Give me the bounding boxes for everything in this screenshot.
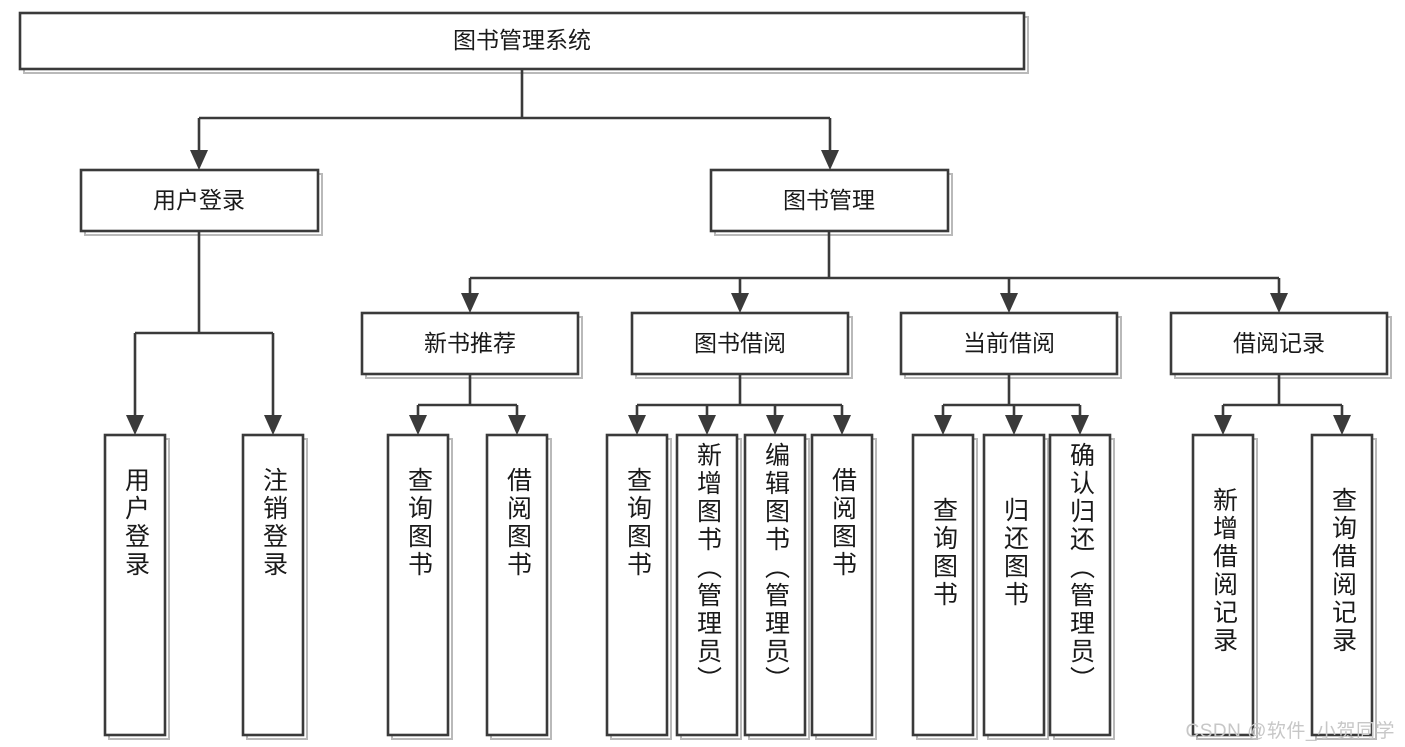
- leaf-node-borrow-book-rec[interactable]: [485, 433, 552, 740]
- leaf-node-query-book-current[interactable]: [911, 433, 978, 740]
- book-borrow-box: [630, 311, 850, 376]
- arrow-head-current-borrow: [1000, 293, 1018, 313]
- arrow-head-leaf-query-book-borrow: [628, 415, 646, 435]
- connector-book-management-to-level3: [461, 231, 1288, 313]
- node-book-management[interactable]: 图书管理: [709, 168, 953, 236]
- arrow-head-leaf-return-book: [1005, 415, 1023, 435]
- node-book-borrow[interactable]: 图书借阅: [630, 311, 853, 379]
- arrow-head-book-borrow: [731, 293, 749, 313]
- csdn-watermark: CSDN @软件_小贺同学: [1185, 721, 1395, 742]
- leaf-query-book-current-box: [911, 433, 975, 737]
- user-login-box: [79, 168, 320, 233]
- arrow-head-borrow-record: [1270, 293, 1288, 313]
- arrow-head-leaf-confirm-return-admin: [1071, 415, 1089, 435]
- arrow-head-leaf-user-login: [126, 415, 144, 435]
- leaf-add-borrow-record-box: [1191, 433, 1255, 737]
- current-borrow-box: [899, 311, 1119, 376]
- book-management-label: 图书管理: [783, 187, 875, 213]
- root-label: 图书管理系统: [453, 27, 591, 53]
- leaf-user-logout-box: [241, 433, 305, 737]
- node-user-login[interactable]: 用户登录: [79, 168, 323, 236]
- leaf-node-add-book-admin[interactable]: [675, 433, 742, 740]
- connector-borrow-record-to-leaves: [1214, 374, 1351, 435]
- arrow-head-leaf-edit-book-admin: [766, 415, 784, 435]
- leaf-query-book-rec-box: [386, 433, 450, 737]
- leaf-node-query-borrow-record[interactable]: [1310, 433, 1377, 740]
- arrow-head-leaf-add-book-admin: [698, 415, 716, 435]
- arrow-head-new-book-recommend: [461, 293, 479, 313]
- connector-book-borrow-to-leaves: [628, 374, 851, 435]
- connector-current-borrow-to-leaves: [934, 374, 1089, 435]
- leaf-node-confirm-return-admin[interactable]: [1048, 433, 1115, 740]
- node-new-book-recommend[interactable]: 新书推荐: [360, 311, 583, 379]
- arrow-head-to-user-login: [190, 150, 208, 170]
- leaf-confirm-return-admin-box: [1048, 433, 1112, 737]
- leaf-node-borrow-book[interactable]: [810, 433, 877, 740]
- arrow-head-leaf-borrow-book: [833, 415, 851, 435]
- borrow-record-label: 借阅记录: [1233, 330, 1325, 356]
- leaf-add-book-admin-box: [675, 433, 739, 737]
- leaf-node-edit-book-admin[interactable]: [743, 433, 810, 740]
- node-current-borrow[interactable]: 当前借阅: [899, 311, 1122, 379]
- leaf-edit-book-admin-box: [743, 433, 807, 737]
- current-borrow-label: 当前借阅: [963, 330, 1055, 356]
- connector-new-book-recommend-to-leaves: [409, 374, 526, 435]
- new-book-recommend-label: 新书推荐: [424, 330, 516, 356]
- node-root[interactable]: 图书管理系统: [18, 11, 1029, 74]
- arrow-head-leaf-query-book-rec: [409, 415, 427, 435]
- user-login-label: 用户登录: [153, 187, 245, 213]
- book-management-box: [709, 168, 950, 233]
- node-borrow-record[interactable]: 借阅记录: [1169, 311, 1392, 379]
- arrow-head-to-book-management: [821, 150, 839, 170]
- arrow-head-leaf-query-borrow-record: [1333, 415, 1351, 435]
- leaf-node-return-book[interactable]: [982, 433, 1049, 740]
- leaf-node-query-book-borrow[interactable]: [605, 433, 672, 740]
- leaf-boxes-group: [103, 433, 1377, 740]
- leaf-borrow-book-rec-box: [485, 433, 549, 737]
- leaf-borrow-book-box: [810, 433, 874, 737]
- leaf-query-borrow-record-box: [1310, 433, 1374, 737]
- arrow-head-leaf-user-logout: [264, 415, 282, 435]
- leaf-return-book-box: [982, 433, 1046, 737]
- arrow-head-leaf-add-borrow-record: [1214, 415, 1232, 435]
- arrow-head-leaf-borrow-book-rec: [508, 415, 526, 435]
- connector-user-login-to-leaves: [126, 231, 282, 435]
- leaf-query-book-borrow-box: [605, 433, 669, 737]
- leaf-node-user-login[interactable]: [103, 433, 170, 740]
- connector-root-to-level2: [190, 69, 839, 170]
- leaf-node-add-borrow-record[interactable]: [1191, 433, 1258, 740]
- leaf-node-user-logout[interactable]: [241, 433, 308, 740]
- book-borrow-label: 图书借阅: [694, 330, 786, 356]
- arrow-head-leaf-query-book-current: [934, 415, 952, 435]
- leaf-node-query-book-rec[interactable]: [386, 433, 453, 740]
- leaf-user-login-box: [103, 433, 167, 737]
